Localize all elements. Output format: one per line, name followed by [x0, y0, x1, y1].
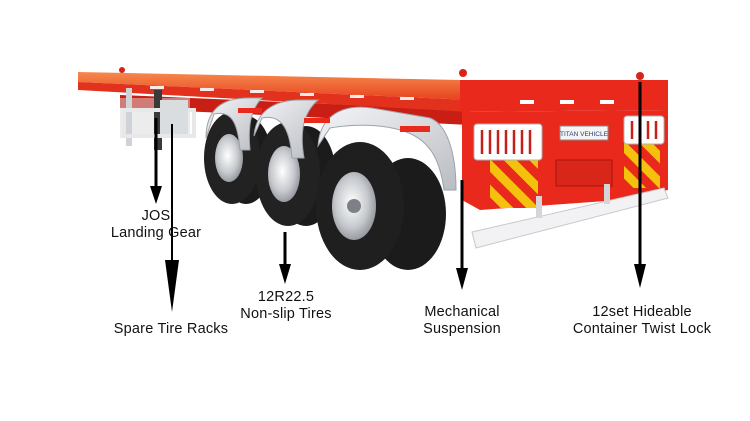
- arrow-suspension: [456, 180, 468, 290]
- label-twist-lock: 12set Hideable Container Twist Lock: [552, 304, 732, 338]
- rear-bumper: [471, 184, 669, 249]
- annotation-arrows: [150, 82, 646, 312]
- label-twist-lock-line1: 12set Hideable: [592, 304, 692, 320]
- arrow-landing-gear: [150, 118, 162, 204]
- label-tires-line1: 12R22.5: [257, 289, 315, 305]
- flatbed-deck: [78, 67, 668, 112]
- label-suspension: Mechanical Suspension: [402, 304, 522, 338]
- label-landing-gear-line2: Landing Gear: [110, 225, 202, 241]
- label-twist-lock-line2: Container Twist Lock: [572, 321, 712, 337]
- arrow-twist-lock: [634, 82, 646, 288]
- label-tires-line2: Non-slip Tires: [240, 306, 332, 322]
- label-tires: 12R22.5 Non-slip Tires: [226, 289, 346, 323]
- arrow-spare-tire: [165, 124, 179, 312]
- label-spare-tire-racks: Spare Tire Racks: [96, 321, 246, 338]
- label-suspension-line1: Mechanical: [424, 304, 500, 320]
- landing-gear: [122, 88, 196, 150]
- rear-frame: TITAN VEHICLE: [462, 110, 668, 210]
- arrow-tires: [279, 232, 291, 284]
- brand-plate-text: TITAN VEHICLE: [560, 131, 609, 138]
- label-suspension-line2: Suspension: [423, 321, 501, 337]
- label-spare-tire-racks-line1: Spare Tire Racks: [113, 321, 229, 337]
- label-landing-gear: JOS Landing Gear: [96, 208, 216, 242]
- fenders: [205, 97, 457, 191]
- label-landing-gear-line1: JOS: [141, 208, 171, 224]
